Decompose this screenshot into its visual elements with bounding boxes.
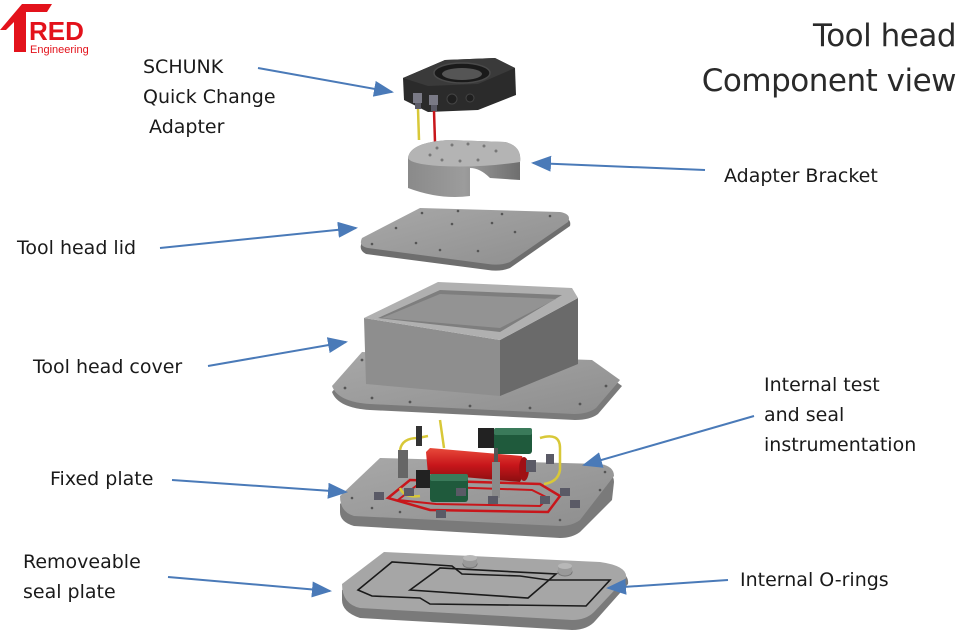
red-engineering-logo-mark (0, 4, 52, 52)
label-tool-head-cover: Tool head cover (33, 356, 183, 378)
label-internal-test-line-3: instrumentation (764, 434, 917, 456)
adapter-bracket-part (408, 140, 521, 197)
arrow-fixed-plate (171, 479, 348, 499)
label-fixed-plate: Fixed plate (50, 468, 154, 490)
seal-plate-part (342, 552, 629, 630)
label-seal-plate-line-2: seal plate (23, 581, 116, 603)
slide-title-line-1: Tool head (813, 18, 956, 54)
tool-head-cover-part (332, 282, 622, 420)
tool-head-lid-part (360, 208, 571, 271)
label-internal-test-line-2: and seal (764, 404, 845, 426)
fixed-plate-part (340, 419, 614, 538)
leader-arrows (159, 67, 755, 598)
arrow-tool-head-lid (159, 221, 358, 249)
label-schunk-line-2: Quick Change (143, 86, 276, 108)
label-seal-plate-line-1: Removeable (23, 551, 141, 573)
schunk-adapter-part (403, 58, 516, 143)
label-schunk-line-3: Adapter (143, 116, 225, 138)
slide-title-line-2: Component view (701, 63, 957, 99)
logo-subtitle: Engineering (30, 44, 89, 56)
arrow-adapter-bracket (531, 155, 706, 172)
label-removeable-seal-plate: Removeable seal plate (23, 547, 141, 607)
arrow-schunk (257, 67, 394, 97)
label-internal-test: Internal test and seal instrumentation (764, 370, 916, 460)
label-internal-test-line-1: Internal test (764, 374, 880, 396)
label-tool-head-lid: Tool head lid (17, 237, 137, 259)
label-adapter-bracket: Adapter Bracket (724, 165, 878, 187)
arrow-internal-test (582, 415, 755, 468)
label-schunk-line-1: SCHUNK (143, 56, 224, 78)
arrow-tool-head-cover (207, 337, 348, 367)
logo-brand: RED (29, 16, 84, 46)
label-internal-o-rings: Internal O-rings (740, 569, 889, 591)
arrow-o-rings (606, 578, 729, 595)
arrow-seal-plate (167, 576, 332, 598)
label-schunk-adapter: SCHUNK Quick Change Adapter (143, 52, 276, 142)
